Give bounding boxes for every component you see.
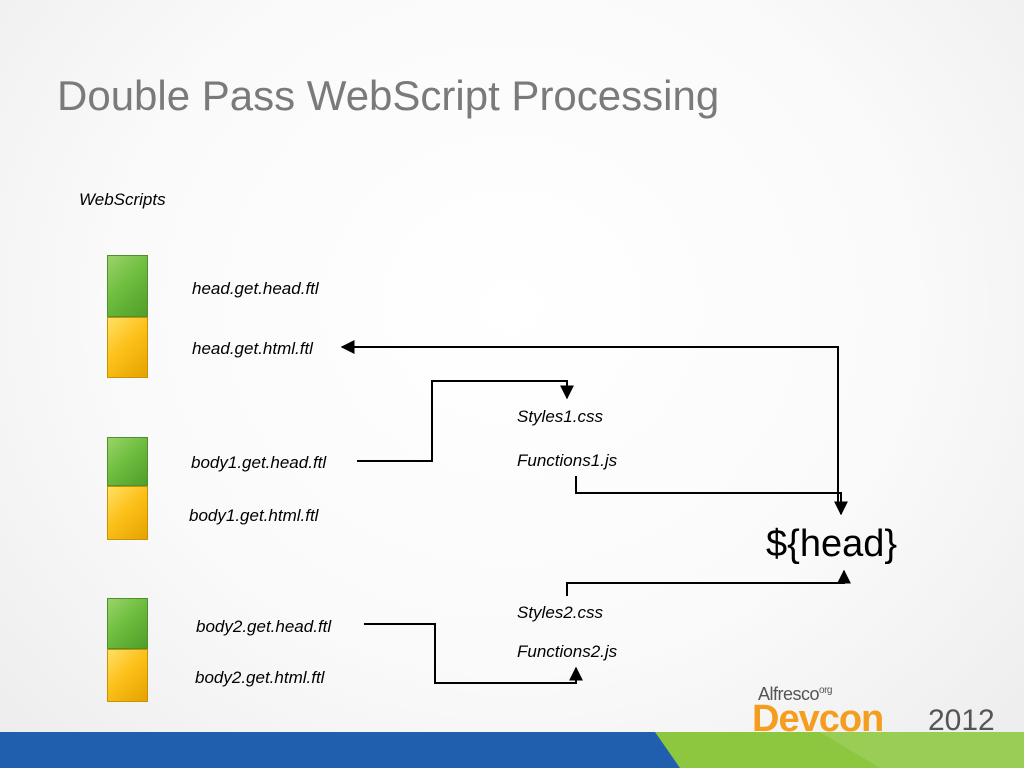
body1-to-styles1-arrow bbox=[357, 380, 574, 462]
head-to-html-arrow bbox=[340, 340, 839, 505]
body2-webscript-html-block bbox=[107, 649, 148, 702]
body1-webscript-html-block bbox=[107, 486, 148, 540]
webscripts-label: WebScripts bbox=[79, 190, 166, 209]
footer-highlight bbox=[820, 732, 1024, 768]
body1-get-head-label: body1.get.head.ftl bbox=[191, 453, 327, 472]
body1-webscript-head-block bbox=[107, 437, 148, 486]
functions1-to-head-arrow bbox=[575, 476, 848, 516]
styles1-css-label: Styles1.css bbox=[517, 407, 603, 426]
functions2-js-label: Functions2.js bbox=[517, 642, 618, 661]
head-get-head-label: head.get.head.ftl bbox=[192, 279, 319, 298]
body1-get-html-label: body1.get.html.ftl bbox=[189, 506, 319, 525]
logo-brand: Alfrescoorg bbox=[758, 684, 832, 704]
head-get-html-label: head.get.html.ftl bbox=[192, 339, 313, 358]
head-variable: ${head} bbox=[766, 523, 898, 565]
body2-to-functions2-arrow bbox=[364, 623, 583, 684]
body2-get-head-label: body2.get.head.ftl bbox=[196, 617, 332, 636]
body2-get-html-label: body2.get.html.ftl bbox=[195, 668, 325, 687]
head-webscript-head-block bbox=[107, 255, 148, 317]
functions1-js-label: Functions1.js bbox=[517, 451, 618, 470]
styles2-to-head-arrow bbox=[566, 569, 851, 596]
slide-title: Double Pass WebScript Processing bbox=[57, 72, 720, 119]
footer-band bbox=[0, 732, 1024, 768]
head-webscript-html-block bbox=[107, 317, 148, 378]
styles2-css-label: Styles2.css bbox=[517, 603, 603, 622]
footer-green-band bbox=[655, 732, 1024, 768]
body2-webscript-head-block bbox=[107, 598, 148, 649]
logo-year: 2012 bbox=[928, 704, 995, 737]
alfresco-devcon-logo: Alfrescoorg Devcon 2012 bbox=[752, 684, 1002, 740]
